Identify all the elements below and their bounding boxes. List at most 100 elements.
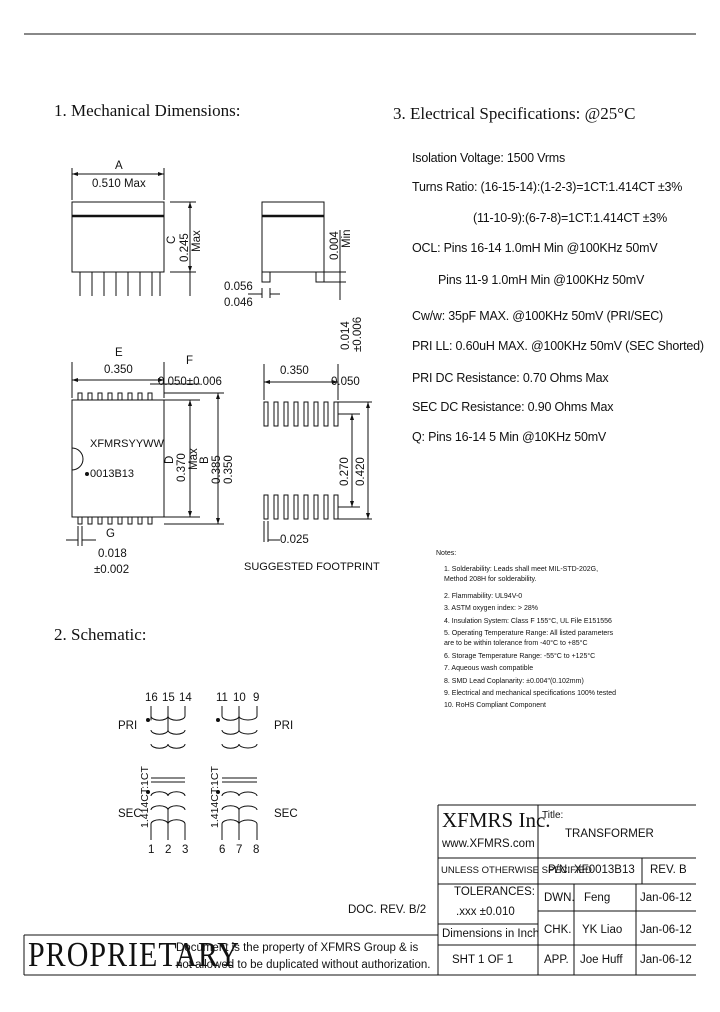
note-item: 6. Storage Temperature Range: -55°C to +…	[444, 652, 596, 660]
note-item: 4. Insulation System: Class F 155°C, UL …	[444, 617, 612, 625]
proprietary-label: PROPRIETARY	[28, 936, 240, 974]
dim-c-value: 0.245	[179, 233, 191, 262]
fp-pad: 0.025	[280, 534, 309, 546]
dim-b-value1: 0.385	[211, 455, 223, 484]
dwn-date: Jan-06-12	[640, 892, 692, 904]
pin-6: 6	[219, 844, 226, 856]
pin-10: 10	[233, 692, 246, 704]
note-item: 5. Operating Temperature Range: All list…	[444, 630, 614, 638]
chk-label: CHK.	[544, 924, 572, 936]
marking-line-1: XFMRSYYWW	[90, 438, 164, 450]
spec-ocl-1: OCL: Pins 16-14 1.0mH Min @100KHz 50mV	[412, 241, 658, 255]
chk-date: Jan-06-12	[640, 924, 692, 936]
mechanical-dimensions-title: 1. Mechanical Dimensions:	[54, 101, 241, 120]
note-item: are to be within tolerance from -40°C to…	[444, 640, 588, 648]
spec-q: Q: Pins 16-14 5 Min @10KHz 50mV	[412, 430, 607, 444]
electrical-specs-title: 3. Electrical Specifications: @25°C	[393, 104, 636, 123]
company-website[interactable]: www.XFMRS.com	[442, 838, 535, 850]
dim-gap-min: Min	[341, 229, 353, 248]
fp-pitch: 0.050	[331, 376, 360, 388]
dim-d-label: D	[164, 455, 176, 464]
dim-lead-tol: ±0.002	[94, 564, 130, 576]
dim-pin-w2: 0.046	[224, 297, 253, 309]
sec-label-right: SEC	[274, 808, 298, 820]
proprietary-line-1: Document is the property of XFMRS Group …	[176, 942, 419, 954]
sheet-number: SHT 1 OF 1	[452, 954, 514, 966]
note-item: 9. Electrical and mechanical specificati…	[444, 690, 616, 698]
dwn-name: Feng	[584, 892, 611, 904]
dim-e-value: 0.350	[104, 364, 133, 376]
revision: REV. B	[650, 864, 687, 876]
sec-label-left: SEC	[118, 808, 142, 820]
dim-a-value: 0.510 Max	[92, 178, 146, 190]
dim-gap-value: 0.004	[329, 231, 341, 260]
notes-title: Notes:	[436, 550, 457, 557]
pri-label-left: PRI	[118, 720, 138, 732]
company-name: XFMRS Inc.	[442, 808, 551, 832]
spec-turns-ratio-1: Turns Ratio: (16-15-14):(1-2-3)=1CT:1.41…	[412, 180, 683, 194]
title-label: Title:	[542, 810, 564, 821]
pin-1: 1	[148, 844, 155, 856]
pin-7: 7	[236, 844, 243, 856]
dim-b-value2: 0.350	[223, 455, 235, 484]
marking-line-2: 0013B13	[90, 468, 135, 480]
note-item: Method 208H for solderability.	[444, 576, 537, 584]
notes-list: 1. Solderability: Leads shall meet MIL-S…	[444, 565, 616, 712]
unless-specified: UNLESS OTHERWISE SPECIFIED	[441, 865, 592, 876]
spec-pri-ll: PRI LL: 0.60uH MAX. @100KHz 50mV (SEC Sh…	[412, 339, 704, 353]
app-label: APP.	[544, 954, 569, 966]
spec-cww: Cw/w: 35pF MAX. @100KHz 50mV (PRI/SEC)	[412, 309, 663, 323]
ratio-left: 1.414CT:1CT	[139, 766, 151, 828]
pin-14: 14	[179, 692, 192, 704]
doc-revision: DOC. REV. B/2	[348, 904, 427, 916]
pin-2: 2	[165, 844, 172, 856]
spec-pri-dcr: PRI DC Resistance: 0.70 Ohms Max	[412, 371, 609, 385]
dim-g-label: G	[106, 528, 115, 540]
spec-sec-dcr: SEC DC Resistance: 0.90 Ohms Max	[412, 400, 614, 414]
tolerances-value: .xxx ±0.010	[456, 906, 515, 918]
dim-lead-value: 0.018	[98, 548, 127, 560]
pin-11: 11	[216, 692, 228, 704]
pin-16: 16	[145, 692, 158, 704]
spec-turns-ratio-2: (11-10-9):(6-7-8)=1CT:1.414CT ±3%	[473, 211, 667, 225]
fp-h1: 0.270	[339, 457, 351, 486]
dim-b-label: B	[199, 456, 211, 464]
dim-c-max: Max	[191, 230, 203, 252]
pin-3: 3	[182, 844, 189, 856]
dim-c-label: C	[166, 235, 178, 244]
dim-f-label: F	[186, 355, 194, 367]
pin-9: 9	[253, 692, 260, 704]
chk-name: YK Liao	[582, 924, 623, 936]
ratio-right: 1.414CT:1CT	[209, 766, 221, 828]
app-date: Jan-06-12	[640, 954, 692, 966]
note-item: 10. RoHS Compliant Component	[444, 702, 546, 710]
dim-a-label: A	[115, 160, 123, 172]
pin1-dot	[85, 472, 89, 476]
title-value: TRANSFORMER	[565, 828, 654, 840]
note-item: 1. Solderability: Leads shall meet MIL-S…	[444, 566, 599, 573]
proprietary-line-2: not allowed to be duplicated without aut…	[176, 959, 431, 971]
pin-8: 8	[253, 844, 260, 856]
fp-h2: 0.420	[355, 457, 367, 486]
note-item: 7. Aqueous wash compatible	[444, 665, 534, 673]
dimensions-unit: Dimensions in Inch	[442, 928, 540, 940]
fp-caption: SUGGESTED FOOTPRINT	[244, 561, 380, 573]
note-item: 2. Flammability: UL94V-0	[444, 592, 523, 600]
dim-f-value: 0.050±0.006	[158, 376, 222, 388]
dim-e-label: E	[115, 347, 123, 359]
part-number-value: XF0013B13	[574, 864, 635, 876]
pri-label-right: PRI	[274, 720, 294, 732]
fp-width: 0.350	[280, 365, 309, 377]
dim-thk-value: 0.014	[340, 321, 352, 350]
app-name: Joe Huff	[580, 954, 623, 966]
dim-d-value: 0.370	[176, 453, 188, 482]
spec-isolation: Isolation Voltage: 1500 Vrms	[412, 151, 566, 165]
dim-pin-w1: 0.056	[224, 281, 253, 293]
schematic-title: 2. Schematic:	[54, 625, 147, 644]
tolerances-label: TOLERANCES:	[454, 886, 535, 898]
dim-thk-tol: ±0.006	[352, 316, 364, 352]
note-item: 8. SMD Lead Coplanarity: ±0.004"(0.102mm…	[444, 677, 584, 685]
note-item: 3. ASTM oxygen index: > 28%	[444, 605, 538, 613]
dwn-label: DWN.	[544, 892, 575, 904]
